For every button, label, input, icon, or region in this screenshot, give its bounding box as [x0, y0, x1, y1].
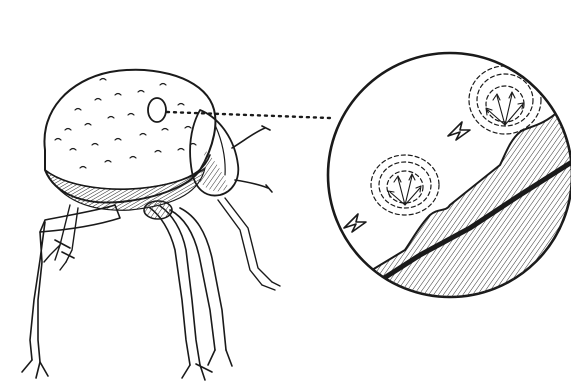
magnified-surface-icon — [328, 53, 571, 330]
callout-dotted-line — [167, 112, 330, 118]
beetle-icon — [22, 70, 280, 380]
beetle-antennae — [232, 126, 272, 192]
highlighted-dimple — [148, 98, 166, 122]
shell-dimples — [55, 79, 196, 169]
beetle-front-legs — [22, 201, 232, 380]
